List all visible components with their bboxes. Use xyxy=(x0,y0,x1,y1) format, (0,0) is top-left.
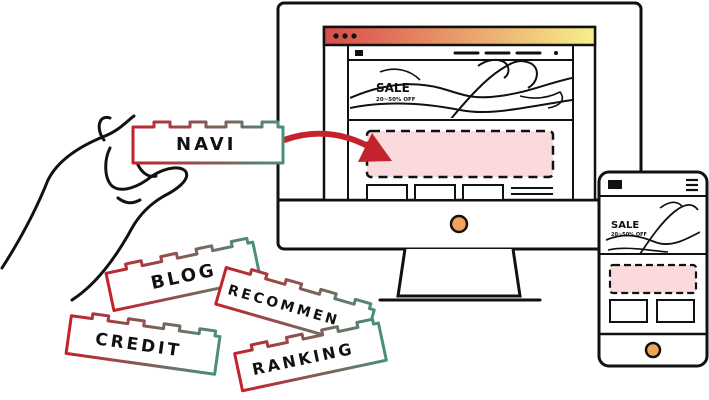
mobile-content-card xyxy=(656,299,695,323)
mobile-navigation-drop-zone[interactable] xyxy=(608,263,698,295)
desktop-sale-text: SALE xyxy=(376,81,410,95)
hamburger-menu-icon[interactable] xyxy=(686,178,698,192)
desktop-discount-text: 20~50% OFF xyxy=(376,97,416,103)
credit-block[interactable]: CREDIT xyxy=(64,311,222,376)
browser-window: SALE 20~50% OFF xyxy=(322,25,597,202)
blog-block[interactable]: BLOG xyxy=(104,236,263,313)
mobile-logo xyxy=(608,180,622,189)
arrow-icon xyxy=(281,130,392,162)
navi-block[interactable]: NAVI xyxy=(131,120,285,165)
window-dot-close xyxy=(333,33,339,39)
navigation-drop-zone[interactable] xyxy=(365,129,555,179)
power-button[interactable] xyxy=(449,214,469,234)
hand-icon xyxy=(0,114,189,302)
content-card xyxy=(414,184,456,201)
window-dot-maximize xyxy=(351,33,357,39)
mobile-home-button[interactable] xyxy=(644,341,662,359)
mobile-content-card xyxy=(609,299,648,323)
content-card xyxy=(366,184,408,201)
navi-block-label: NAVI xyxy=(176,134,236,155)
hero-illustration xyxy=(350,58,572,118)
mobile-discount-text: 20~50% OFF xyxy=(611,232,647,238)
browser-title-bar xyxy=(322,25,597,47)
content-card xyxy=(462,184,504,201)
mobile-hero-illustration xyxy=(606,201,700,254)
mobile-sale-text: SALE xyxy=(611,220,639,231)
site-logo xyxy=(355,50,363,56)
window-dot-minimize xyxy=(342,33,348,39)
